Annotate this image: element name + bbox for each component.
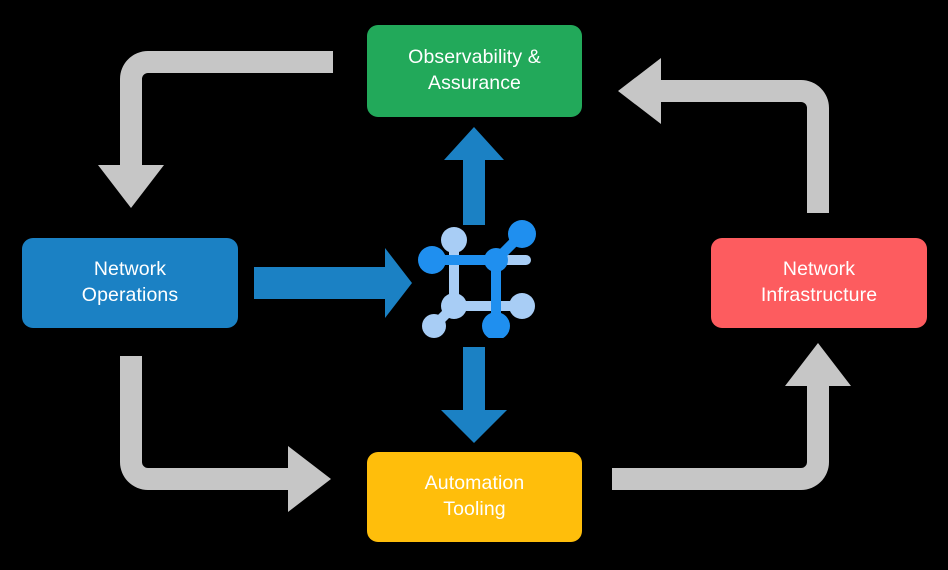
flow-arrow-operations-to-center bbox=[254, 248, 412, 318]
node-box-observability[interactable]: Observability & Assurance bbox=[367, 25, 582, 117]
cycle-arrow-automation-to-infrastructure bbox=[612, 343, 851, 490]
topology-nodes-secondary bbox=[422, 227, 535, 338]
network-topology-icon bbox=[418, 220, 536, 338]
node-box-network-operations[interactable]: Network Operations bbox=[22, 238, 238, 328]
node-label-network-infrastructure: Network Infrastructure bbox=[760, 258, 878, 306]
node-label-automation-tooling: Automation Tooling bbox=[424, 472, 525, 520]
node-label-observability: Observability & Assurance bbox=[408, 46, 541, 94]
flow-arrow-center-to-observability bbox=[444, 127, 504, 225]
cycle-arrow-infrastructure-to-observability bbox=[618, 58, 829, 213]
topology-nodes-primary bbox=[418, 220, 536, 338]
node-box-network-infrastructure[interactable]: Network Infrastructure bbox=[711, 238, 927, 328]
cycle-arrow-observability-to-operations bbox=[98, 51, 333, 208]
flow-arrow-center-to-automation bbox=[441, 347, 507, 443]
node-box-automation-tooling[interactable]: Automation Tooling bbox=[367, 452, 582, 542]
cycle-arrow-operations-to-automation bbox=[120, 356, 331, 512]
node-label-network-operations: Network Operations bbox=[81, 258, 179, 306]
